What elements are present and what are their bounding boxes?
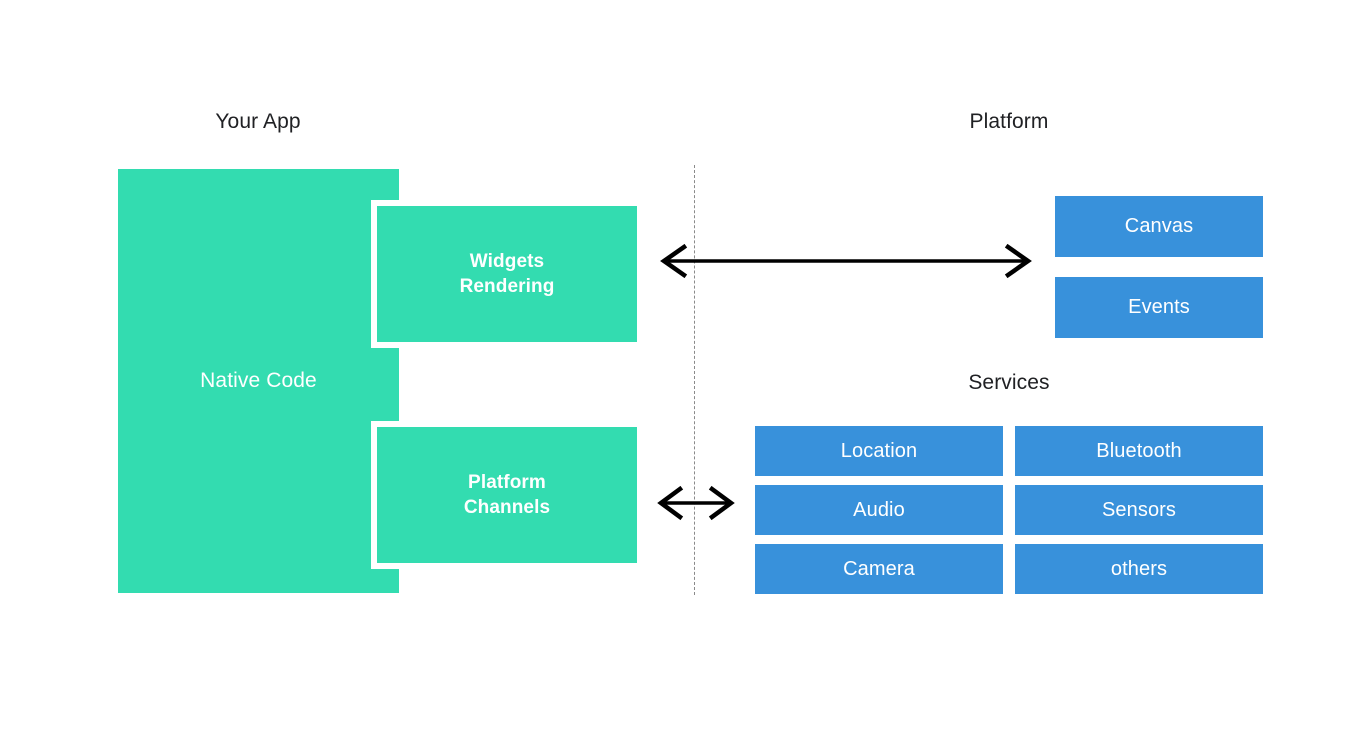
platform-heading: Platform bbox=[969, 110, 1049, 133]
canvas-label: Canvas bbox=[1124, 215, 1194, 237]
service-label-location: Location bbox=[840, 439, 918, 462]
service-label-others: others bbox=[1110, 557, 1168, 580]
service-box-sensors[interactable]: Sensors bbox=[1015, 485, 1263, 535]
service-label-camera: Camera bbox=[843, 557, 915, 580]
native-code-box[interactable]: Native Code bbox=[118, 169, 399, 593]
events-box[interactable]: Events bbox=[1055, 277, 1263, 338]
service-label-audio: Audio bbox=[853, 498, 905, 521]
service-label-sensors: Sensors bbox=[1101, 498, 1177, 521]
service-box-location[interactable]: Location bbox=[755, 426, 1003, 476]
platform-channels-box[interactable]: Platform Channels bbox=[371, 421, 637, 569]
service-box-camera[interactable]: Camera bbox=[755, 544, 1003, 594]
services-grid: Location Bluetooth Audio Sensors Camera … bbox=[755, 426, 1263, 594]
services-heading: Services bbox=[968, 371, 1050, 394]
platform-channels-label: Platform Channels bbox=[463, 471, 551, 518]
events-label: Events bbox=[1128, 296, 1190, 318]
your-app-heading: Your App bbox=[215, 110, 301, 133]
canvas-box[interactable]: Canvas bbox=[1055, 196, 1263, 257]
service-label-bluetooth: Bluetooth bbox=[1096, 439, 1182, 462]
widgets-rendering-box[interactable]: Widgets Rendering bbox=[371, 200, 637, 348]
service-box-others[interactable]: others bbox=[1015, 544, 1263, 594]
widgets-to-platform-arrow-icon bbox=[660, 243, 1032, 279]
app-platform-divider bbox=[694, 165, 695, 595]
channels-to-services-arrow-icon bbox=[657, 485, 735, 521]
native-code-label: Native Code bbox=[200, 369, 317, 392]
service-box-bluetooth[interactable]: Bluetooth bbox=[1015, 426, 1263, 476]
service-box-audio[interactable]: Audio bbox=[755, 485, 1003, 535]
widgets-rendering-label: Widgets Rendering bbox=[459, 250, 555, 297]
